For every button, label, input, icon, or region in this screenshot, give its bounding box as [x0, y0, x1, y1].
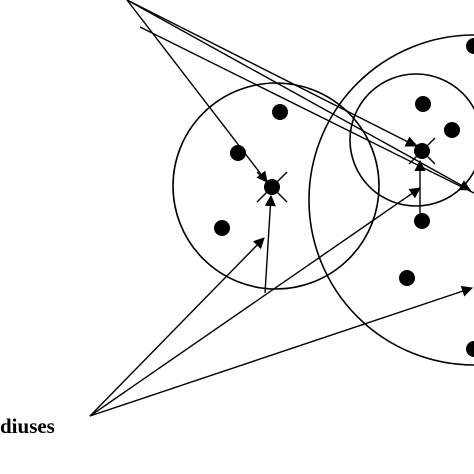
data-point [414, 213, 430, 229]
label-arrow-right-inner [89, 187, 421, 417]
arrow-to-left-center [126, 0, 268, 183]
cluster-circle-large-right [308, 34, 474, 366]
data-point [415, 96, 431, 112]
cluster-circle-small-right [349, 73, 474, 207]
radiuses-label: diuses [0, 414, 55, 438]
arrow-to-right-edge-upper [126, 0, 471, 191]
cluster-center-right [408, 137, 436, 165]
data-point [230, 145, 246, 161]
radius-arrow-left [264, 194, 276, 294]
data-point [272, 104, 288, 120]
cluster-center-left [256, 171, 288, 203]
data-point [399, 270, 415, 286]
data-point [466, 38, 474, 54]
label-arrow-right-outer [89, 285, 474, 417]
data-point [466, 341, 474, 357]
arrow-to-right-center [126, 0, 417, 147]
label-arrow-left-circle [89, 237, 265, 417]
data-point [444, 122, 460, 138]
data-point [214, 220, 230, 236]
